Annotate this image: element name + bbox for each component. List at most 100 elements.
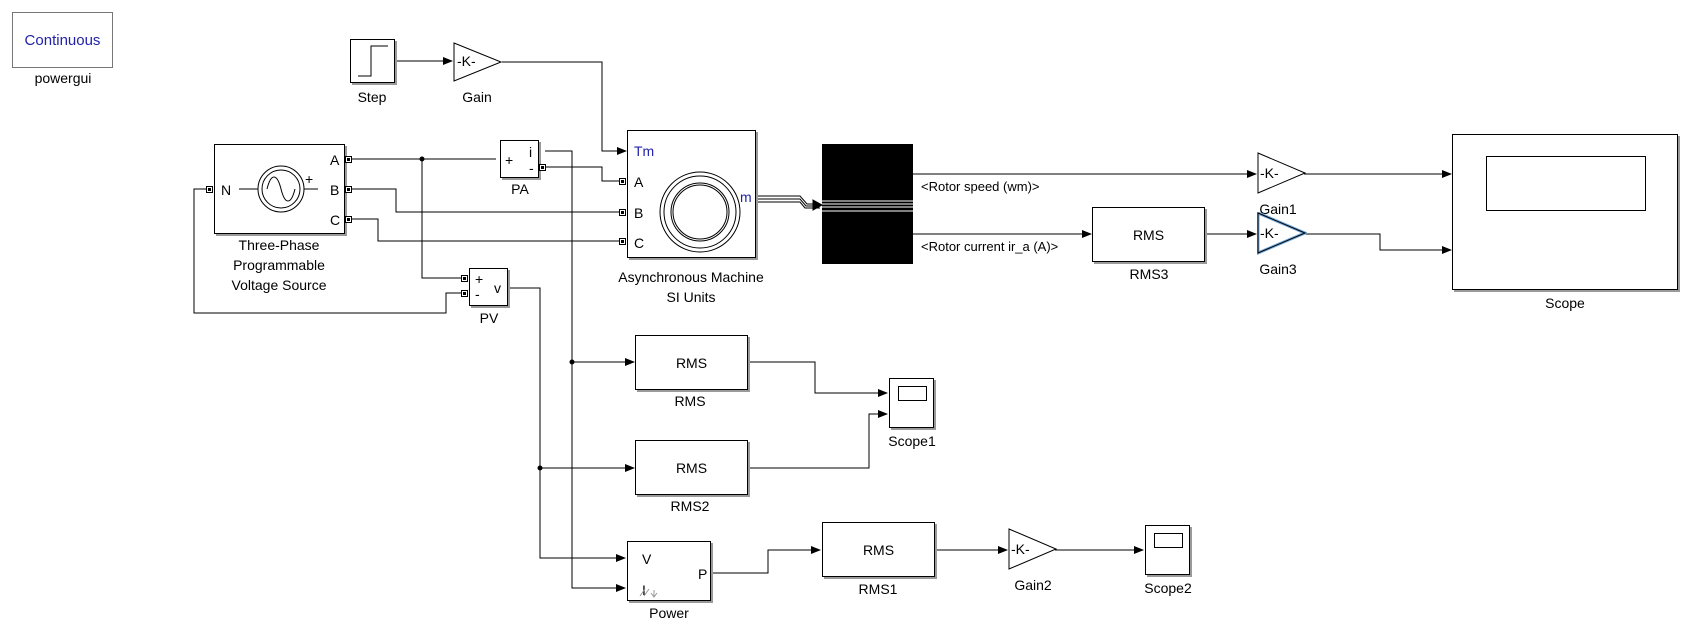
async-machine-block[interactable]: Tm A B C m — [627, 130, 756, 258]
rms3-block[interactable]: RMS — [1092, 207, 1205, 262]
gain-label: Gain — [462, 89, 492, 105]
powergui-label: powergui — [34, 70, 92, 86]
ac-source-icon — [239, 165, 318, 213]
scope1-label: Scope1 — [888, 433, 936, 449]
bus-selector-lines — [822, 200, 913, 212]
wire-power-rms1 — [712, 546, 821, 574]
wire-a-branch-pv — [421, 159, 464, 279]
pv-minus: - — [475, 286, 480, 302]
pa-port-minus[interactable] — [539, 164, 546, 171]
rms-text: RMS — [675, 354, 708, 371]
pa-block[interactable]: + i - — [500, 140, 539, 178]
power-port-v-label: V — [642, 551, 652, 567]
machine-port-a[interactable] — [619, 178, 626, 185]
pa-out-label: i — [529, 144, 533, 160]
link-icon — [639, 588, 658, 598]
gain3-symbol: -K- — [1260, 225, 1279, 241]
machine-icon — [659, 171, 741, 253]
rms2-text: RMS — [675, 459, 708, 476]
rms2-block[interactable]: RMS — [635, 440, 748, 495]
bus-selector-block[interactable] — [822, 144, 913, 264]
pa-plus: + — [505, 152, 514, 168]
power-block[interactable]: V I P — [627, 541, 711, 601]
scope1-block[interactable] — [889, 378, 934, 428]
rms2-label: RMS2 — [670, 498, 710, 514]
gain1-symbol: -K- — [1260, 165, 1279, 181]
wire-rms-scope1 — [749, 361, 888, 397]
rms3-label: RMS3 — [1129, 266, 1169, 282]
power-label: Power — [649, 605, 689, 621]
wire-gain3-scope — [1304, 233, 1452, 254]
voltage-source-block[interactable]: + N A B C — [214, 144, 345, 234]
powergui-mode: Continuous — [24, 31, 101, 49]
wire-rms2-scope1 — [749, 410, 888, 469]
scope2-screen — [1154, 533, 1183, 548]
wire-source-b — [351, 188, 619, 213]
machine-port-b[interactable] — [619, 209, 626, 216]
source-port-c[interactable] — [345, 216, 352, 223]
rms1-block[interactable]: RMS — [822, 522, 935, 577]
rms-label: RMS — [674, 393, 706, 409]
bus-signal-rotor-speed: <Rotor speed (wm)> — [921, 179, 1040, 194]
gain2-symbol: -K- — [1011, 541, 1030, 557]
source-label-line1: Three-Phase — [238, 237, 320, 253]
source-port-a[interactable] — [345, 156, 352, 163]
pv-port-plus[interactable] — [461, 275, 468, 282]
gain3-block[interactable] — [1257, 212, 1307, 256]
scope2-block[interactable] — [1145, 525, 1190, 575]
gain1-block[interactable] — [1257, 152, 1307, 196]
pv-out-label: v — [494, 280, 501, 296]
step-icon — [358, 45, 388, 77]
machine-port-c-label: C — [634, 235, 645, 251]
powergui-block[interactable]: Continuous — [12, 12, 113, 68]
pv-block[interactable]: + - v — [469, 268, 508, 306]
source-port-b[interactable] — [345, 186, 352, 193]
step-block[interactable] — [350, 39, 395, 83]
gain1-label: Gain1 — [1259, 201, 1297, 217]
rms1-label: RMS1 — [858, 581, 898, 597]
wire-pa-machine-a — [545, 166, 619, 182]
machine-port-tm-label: Tm — [634, 143, 655, 159]
scope2-label: Scope2 — [1144, 580, 1192, 596]
bus-signal-rotor-current: <Rotor current ir_a (A)> — [921, 239, 1059, 254]
pa-label: PA — [511, 181, 529, 197]
scope-screen — [1486, 156, 1646, 211]
source-label-line3: Voltage Source — [231, 277, 327, 293]
machine-port-m-label: m — [740, 189, 752, 205]
power-port-p-label: P — [698, 566, 708, 582]
wire-gain-tm — [502, 61, 627, 155]
machine-port-a-label: A — [634, 174, 644, 190]
scope1-screen — [898, 386, 927, 401]
rms1-text: RMS — [862, 541, 895, 558]
machine-port-c[interactable] — [619, 238, 626, 245]
machine-label-line2: SI Units — [666, 289, 716, 305]
gain3-label: Gain3 — [1259, 261, 1297, 277]
machine-label-line1: Asynchronous Machine — [618, 269, 764, 285]
source-label-line2: Programmable — [233, 257, 325, 273]
source-port-n[interactable] — [206, 186, 213, 193]
wire-pa-i — [545, 150, 626, 592]
pa-minus: - — [529, 160, 534, 176]
rms-block[interactable]: RMS — [635, 335, 748, 390]
source-plus: + — [305, 171, 314, 187]
pv-port-minus[interactable] — [461, 290, 468, 297]
source-port-n-label: N — [221, 182, 232, 198]
rms3-text: RMS — [1132, 226, 1165, 243]
wire-source-c — [351, 218, 619, 242]
wire-machine-bus — [757, 195, 820, 209]
machine-port-b-label: B — [634, 205, 644, 221]
source-port-c-label: C — [330, 212, 341, 228]
step-label: Step — [357, 89, 387, 105]
gain2-block[interactable] — [1008, 528, 1058, 572]
gain-block[interactable] — [453, 42, 503, 84]
gain-symbol: -K- — [457, 53, 476, 69]
scope-label: Scope — [1545, 295, 1585, 311]
gain2-label: Gain2 — [1014, 577, 1052, 593]
scope-block[interactable] — [1452, 134, 1678, 290]
source-port-a-label: A — [330, 152, 340, 168]
pv-label: PV — [479, 310, 499, 326]
pv-plus: + — [475, 271, 484, 287]
wire-n-pv — [193, 188, 464, 314]
